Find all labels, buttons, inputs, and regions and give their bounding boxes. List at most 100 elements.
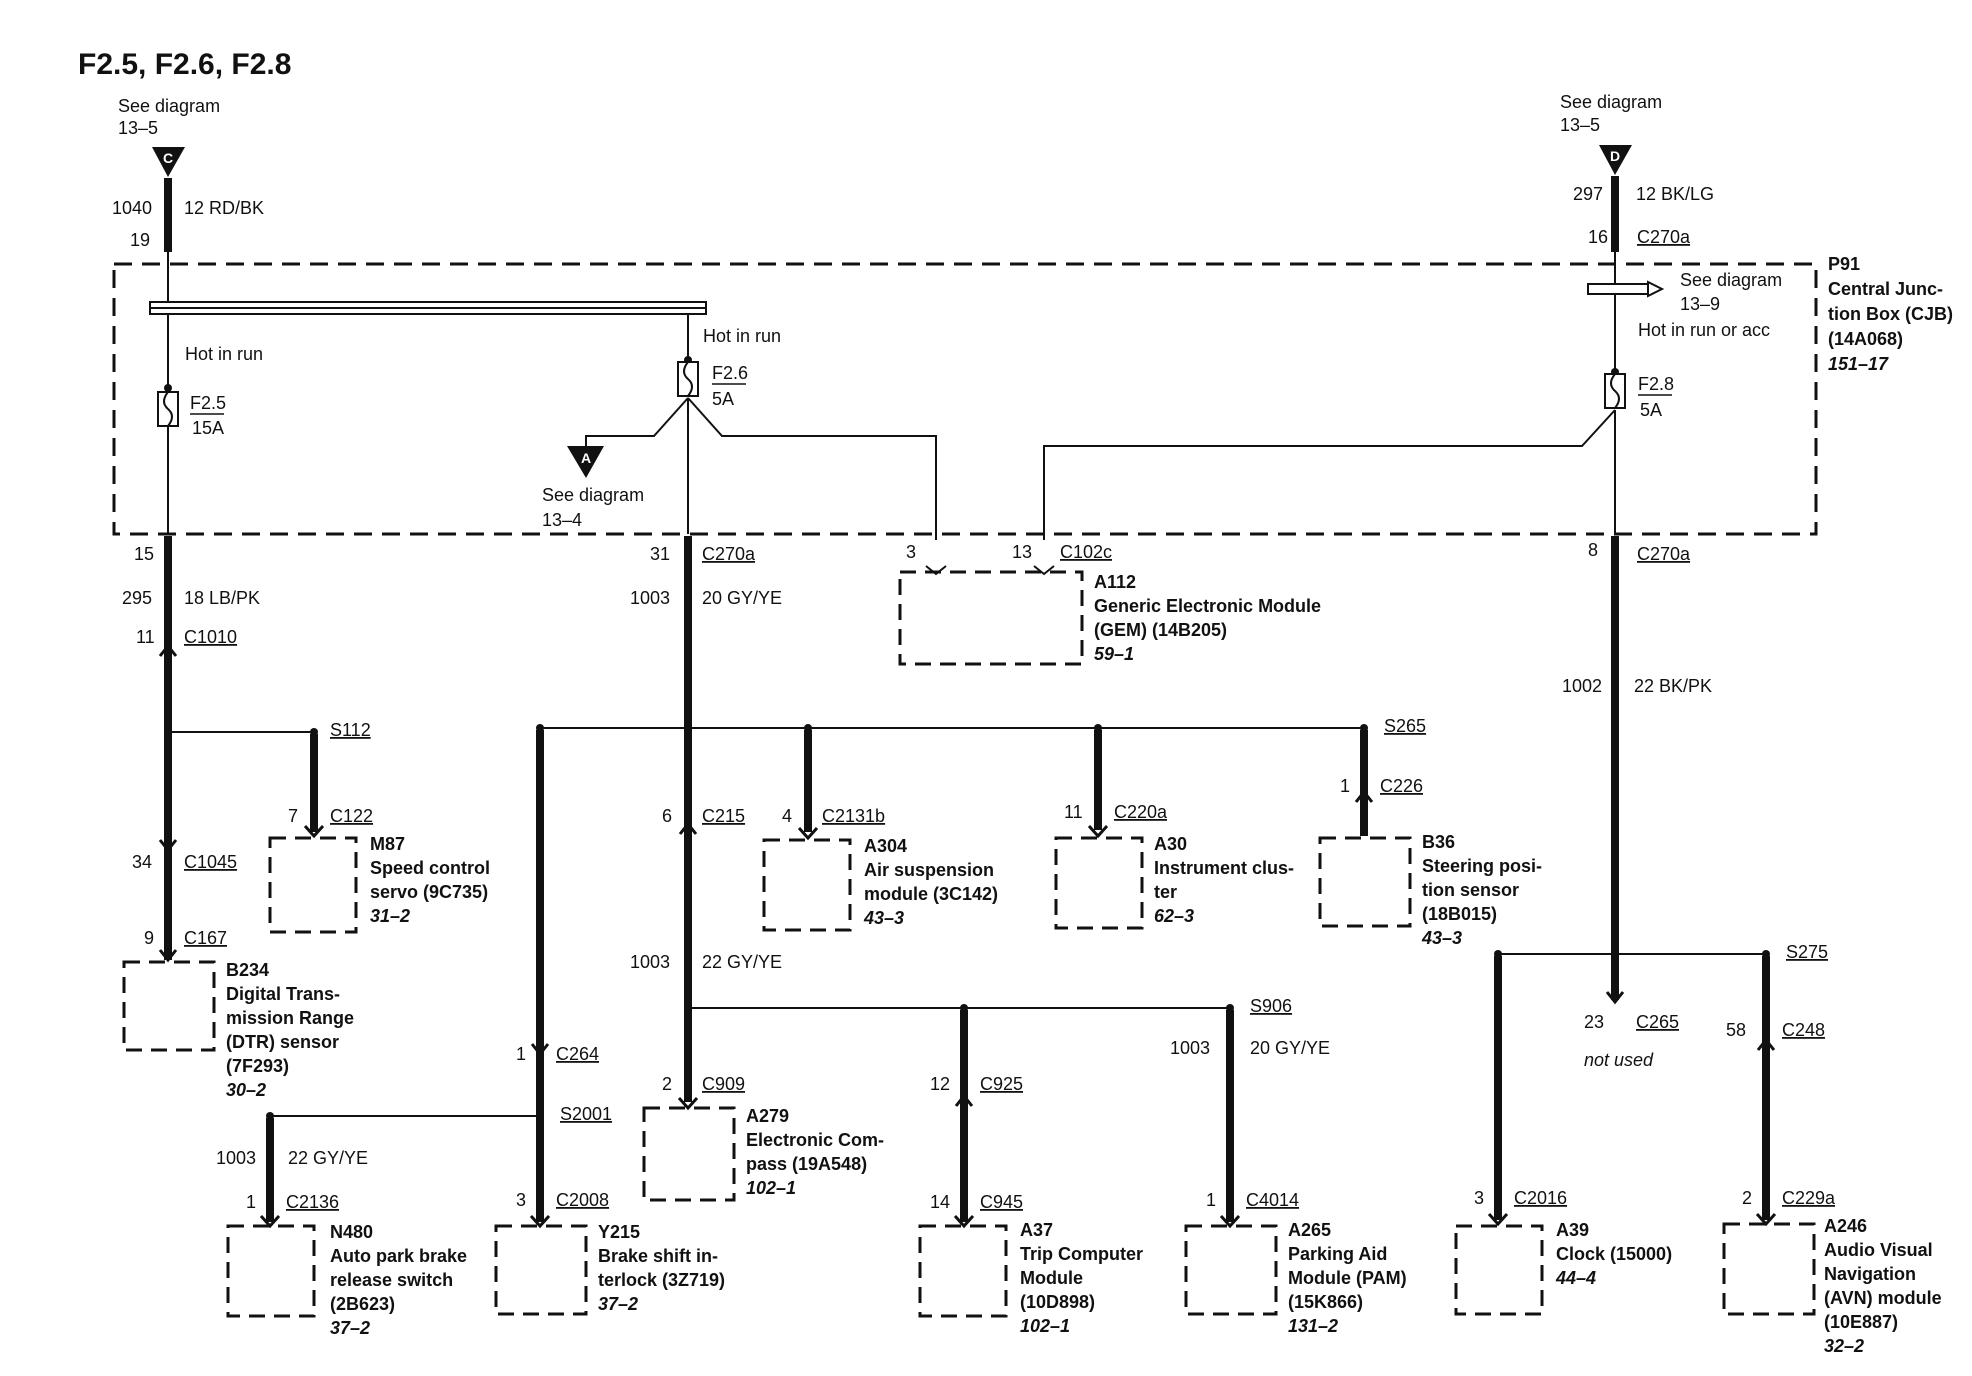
a112-line1: Generic Electronic Module [1094,596,1321,616]
a246-box [1722,1222,1816,1316]
c2136-pin: 1 [246,1192,256,1212]
y215-page: 37–2 [598,1294,638,1314]
ref-c-text2: 13–5 [118,118,158,138]
splice-s112: S112 [330,720,371,740]
c1045-pin: 34 [132,852,152,872]
c2136-name: C2136 [286,1192,339,1212]
wire-1003c-circuit: 1003 [1170,1038,1210,1058]
a246-line3: (AVN) module [1824,1288,1942,1308]
b36-page: 43–3 [1421,928,1462,948]
a37-line3: (10D898) [1020,1292,1095,1312]
a37-line1: Trip Computer [1020,1244,1143,1264]
c122-name: C122 [330,806,373,826]
b234-line4: (7F293) [226,1056,289,1076]
b234-page: 30–2 [226,1080,266,1100]
c4014-pin: 1 [1206,1190,1216,1210]
a246-line1: Audio Visual [1824,1240,1933,1260]
splice-s906: S906 [1250,996,1292,1016]
c2016-pin: 3 [1474,1188,1484,1208]
ref-d-text1: See diagram [1560,92,1662,112]
wire-295-circuit: 295 [122,588,152,608]
a37-box [918,1224,1008,1318]
cjb-line2: tion Box (CJB) [1828,304,1953,324]
b36-id: B36 [1422,832,1455,852]
m87-box [268,836,358,934]
c925-name: C925 [980,1074,1023,1094]
a37-id: A37 [1020,1220,1053,1240]
a37-page: 102–1 [1020,1316,1070,1336]
b36-line2: tion sensor [1422,880,1519,900]
wire-1003d-circuit: 1003 [216,1148,256,1168]
cjb-id: P91 [1828,254,1860,274]
c264-pin: 1 [516,1044,526,1064]
c925-pin: 12 [930,1074,950,1094]
wire-1003a-circuit: 1003 [630,588,670,608]
a265-line2: Module (PAM) [1288,1268,1407,1288]
fuse-f26-rating: 5A [712,389,734,409]
a265-line1: Parking Aid [1288,1244,1387,1264]
cjb-arrow-text2: 13–9 [1680,294,1720,314]
wire-297-color: 12 BK/LG [1636,184,1714,204]
a112-page: 59–1 [1094,644,1134,664]
n480-page: 37–2 [330,1318,370,1338]
conn-15-pin: 15 [134,544,154,564]
a265-id: A265 [1288,1220,1331,1240]
ref-d-triangle-icon [1599,145,1632,175]
b36-line1: Steering posi- [1422,856,1542,876]
conn-8-name: C270a [1637,544,1691,564]
c248-name: C248 [1782,1020,1825,1040]
diagram-title: F2.5, F2.6, F2.8 [78,48,291,81]
b234-line3: (DTR) sensor [226,1032,339,1052]
a112-line2: (GEM) (14B205) [1094,620,1227,640]
c215-name: C215 [702,806,745,826]
cjb-arrow-icon [1587,283,1649,295]
wire-1003b-circuit: 1003 [630,952,670,972]
c945-name: C945 [980,1192,1023,1212]
c229a-pin: 2 [1742,1188,1752,1208]
fuse-f26-feed: Hot in run [703,326,781,346]
c945-pin: 14 [930,1192,950,1212]
ref-c: See diagram 13–5 C [118,96,220,177]
wire-1040-color: 12 RD/BK [184,198,264,218]
b234-line2: mission Range [226,1008,354,1028]
a279-line2: pass (19A548) [746,1154,867,1174]
c1045-name: C1045 [184,852,237,872]
cjb-box [112,262,1818,536]
fuse-f28-rating: 5A [1640,400,1662,420]
c2016-name: C2016 [1514,1188,1567,1208]
a246-id: A246 [1824,1216,1867,1236]
a279-id: A279 [746,1106,789,1126]
wire-1003d-color: 22 GY/YE [288,1148,368,1168]
c1010-pin: 11 [136,627,155,647]
a304-page: 43–3 [863,908,904,928]
conn-19-pin: 19 [130,230,150,250]
a30-box [1054,836,1144,930]
conn-31-pin: 31 [650,544,670,564]
fuse-f25-name: F2.5 [190,393,226,413]
wire-1002-circuit: 1002 [1562,676,1602,696]
c102c-name: C102c [1060,542,1112,562]
fuse-f28-feed: Hot in run or acc [1638,320,1770,340]
a304-box [762,838,852,932]
cjb-line3: (14A068) [1828,329,1903,349]
a279-box [642,1106,736,1202]
m87-line1: Speed control [370,858,490,878]
b36-box [1318,836,1412,928]
a30-line2: ter [1154,882,1177,902]
c4014-name: C4014 [1246,1190,1299,1210]
c220a-name: C220a [1114,802,1168,822]
c122-pin: 7 [288,806,298,826]
c265-pin: 23 [1584,1012,1604,1032]
a30-line1: Instrument clus- [1154,858,1294,878]
a304-line1: Air suspension [864,860,994,880]
wire-1002-color: 22 BK/PK [1634,676,1712,696]
fuse-f25-feed: Hot in run [185,344,263,364]
ref-c-letter: C [163,150,173,166]
c2008-pin: 3 [516,1190,526,1210]
wire-295-color: 18 LB/PK [184,588,260,608]
c1010-name: C1010 [184,627,237,647]
y215-line2: terlock (3Z719) [598,1270,725,1290]
c265-name: C265 [1636,1012,1679,1032]
y215-id: Y215 [598,1222,640,1242]
